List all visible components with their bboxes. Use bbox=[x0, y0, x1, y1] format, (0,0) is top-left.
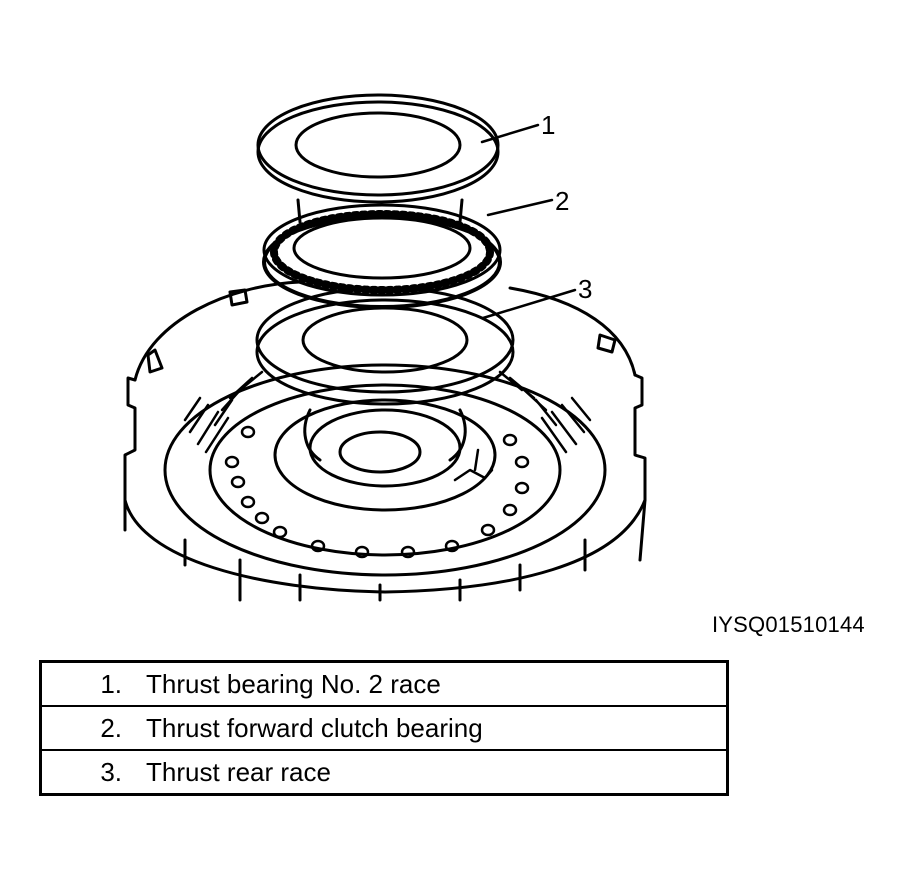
callout-leaders bbox=[480, 123, 577, 320]
legend-number: 3. bbox=[40, 749, 122, 795]
clutch-drum bbox=[123, 280, 647, 602]
callout-1: 1 bbox=[541, 110, 556, 140]
legend-label: Thrust forward clutch bearing bbox=[122, 705, 728, 750]
thrust-forward-clutch-bearing bbox=[262, 203, 502, 309]
legend-label: Thrust rear race bbox=[122, 749, 728, 795]
legend-row: 2. Thrust forward clutch bearing bbox=[40, 705, 728, 750]
thrust-bearing-race bbox=[256, 93, 500, 224]
legend-label: Thrust bearing No. 2 race bbox=[146, 668, 441, 699]
legend-number: 2. bbox=[40, 705, 122, 750]
legend-number: 1. bbox=[100, 668, 122, 699]
callout-2: 2 bbox=[555, 186, 570, 216]
figure-id: IYSQ01510144 bbox=[712, 612, 865, 637]
legend-row: 1. Thrust bearing No. 2 race bbox=[41, 662, 728, 707]
callout-3: 3 bbox=[578, 274, 593, 304]
legend-row: 3. Thrust rear race bbox=[40, 749, 728, 795]
exploded-bearing-diagram bbox=[123, 93, 647, 602]
parts-legend-table: 1. Thrust bearing No. 2 race 2. Thrust f… bbox=[39, 660, 729, 796]
